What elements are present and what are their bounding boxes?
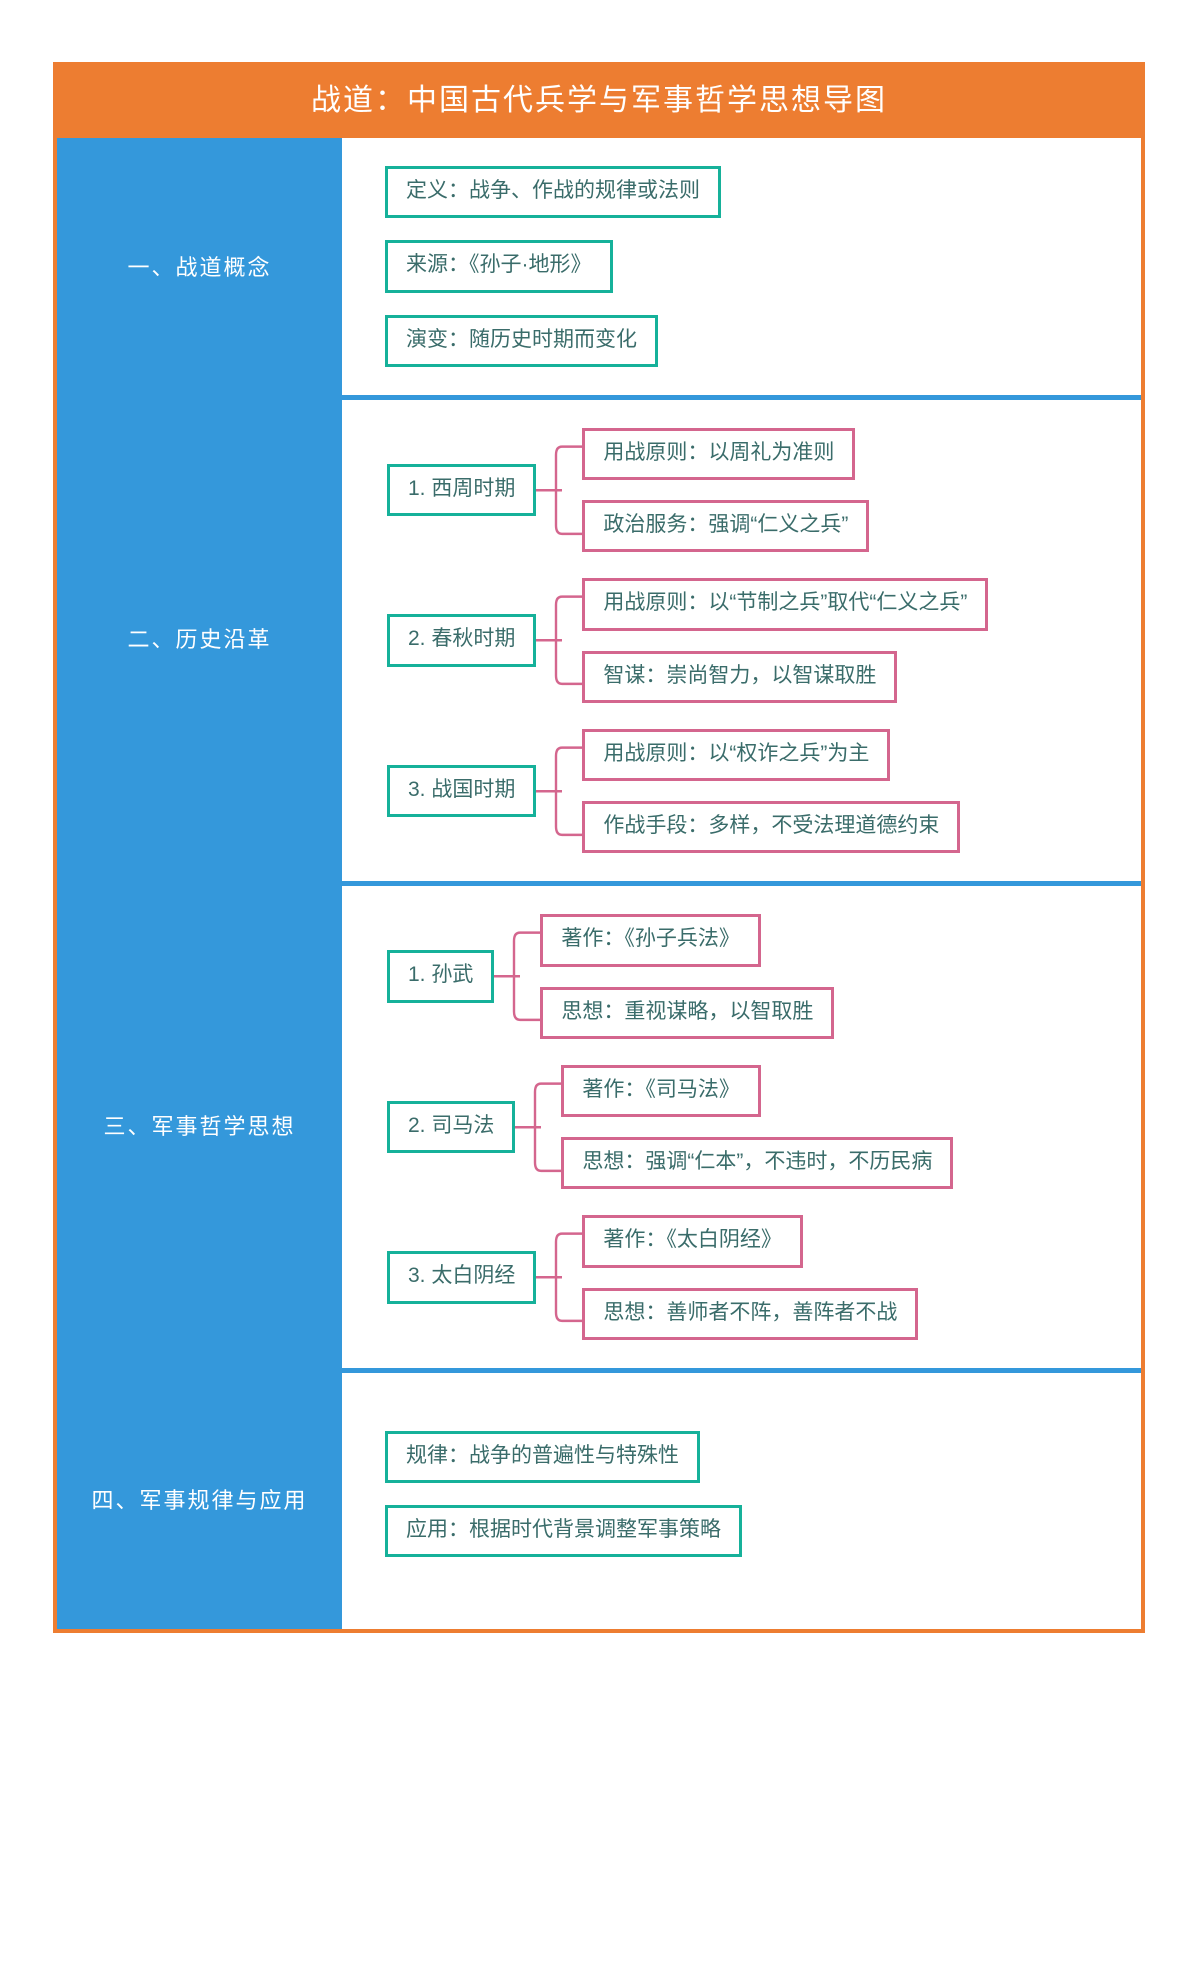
branch-node[interactable]: 3. 太白阴经 (387, 1251, 537, 1304)
branch-group: 1. 西周时期 用战原则：以周礼为准则 政治服务：强调“仁义之兵” (387, 427, 1141, 553)
branch-node-wrap: 1. 西周时期 (387, 463, 537, 517)
child-node[interactable]: 用战原则：以“权诈之兵”为主 (582, 728, 891, 781)
connector-lines-icon (536, 595, 583, 686)
section-1-label[interactable]: 一、战道概念 (57, 138, 342, 395)
branch-node-wrap: 3. 战国时期 (387, 764, 537, 818)
section-4-label[interactable]: 四、军事规律与应用 (57, 1367, 342, 1630)
leaf-node[interactable]: 演变：随历史时期而变化 (385, 314, 658, 367)
child-node[interactable]: 智谋：崇尚智力，以智谋取胜 (582, 650, 898, 703)
section-2: 二、历史沿革 1. 西周时期 (57, 394, 1141, 882)
branch-children: 著作：《司马法》 思想：强调“仁本”，不违时，不历民病 (561, 1064, 954, 1190)
branch-node[interactable]: 2. 司马法 (387, 1100, 516, 1154)
branch-children: 著作：《太白阴经》 思想：善师者不阵，善阵者不战 (582, 1215, 919, 1340)
branch-node-wrap: 1. 孙武 (387, 950, 495, 1003)
branch-connector (515, 1065, 562, 1190)
section-1-content: 定义：战争、作战的规律或法则 来源：《孙子·地形》 演变：随历史时期而变化 (342, 138, 1141, 395)
mindmap-frame: 战道：中国古代兵学与军事哲学思想导图 一、战道概念 定义：战争、作战的规律或法则… (53, 62, 1145, 1634)
branch-group: 3. 太白阴经 著作：《太白阴经》 思想：善师者不阵，善阵者不战 (387, 1215, 1141, 1340)
branch-group: 1. 孙武 著作：《孙子兵法》 思想：重视谋略，以智取胜 (387, 914, 1141, 1039)
branch-connector (536, 729, 583, 854)
section-3: 三、军事哲学思想 1. 孙武 (57, 881, 1141, 1368)
connector-lines-icon (494, 931, 541, 1022)
child-node[interactable]: 著作：《太白阴经》 (582, 1215, 803, 1268)
connector-lines-icon (536, 746, 583, 836)
section-2-content: 1. 西周时期 用战原则：以周礼为准则 政治服务：强调“仁义之兵” (342, 394, 1141, 882)
section-3-content: 1. 孙武 著作：《孙子兵法》 思想：重视谋略，以智取胜 (342, 881, 1141, 1368)
section-1-leaf-list: 定义：战争、作战的规律或法则 来源：《孙子·地形》 演变：随历史时期而变化 (342, 166, 1141, 367)
page-title: 战道：中国古代兵学与军事哲学思想导图 (57, 66, 1141, 138)
child-node[interactable]: 用战原则：以“节制之兵”取代“仁义之兵” (582, 578, 989, 631)
branch-node[interactable]: 1. 西周时期 (387, 463, 537, 517)
branch-node-wrap: 2. 司马法 (387, 1100, 516, 1154)
connector-lines-icon (536, 445, 583, 535)
branch-children: 用战原则：以“节制之兵”取代“仁义之兵” 智谋：崇尚智力，以智谋取胜 (582, 578, 989, 703)
branch-node[interactable]: 1. 孙武 (387, 950, 495, 1003)
section-4: 四、军事规律与应用 规律：战争的普遍性与特殊性 应用：根据时代背景调整军事策略 (57, 1367, 1141, 1630)
connector-lines-icon (536, 1232, 583, 1323)
branch-node-wrap: 3. 太白阴经 (387, 1251, 537, 1304)
child-node[interactable]: 著作：《孙子兵法》 (540, 914, 761, 967)
child-node[interactable]: 思想：强调“仁本”，不违时，不历民病 (561, 1137, 954, 1190)
section-1: 一、战道概念 定义：战争、作战的规律或法则 来源：《孙子·地形》 演变：随历史时… (57, 138, 1141, 395)
branch-connector (494, 914, 541, 1039)
branch-children: 用战原则：以“权诈之兵”为主 作战手段：多样，不受法理道德约束 (582, 728, 961, 854)
section-4-content: 规律：战争的普遍性与特殊性 应用：根据时代背景调整军事策略 (342, 1367, 1141, 1630)
connector-lines-icon (515, 1082, 562, 1172)
child-node[interactable]: 用战原则：以周礼为准则 (582, 427, 856, 480)
section-4-leaf-list: 规律：战争的普遍性与特殊性 应用：根据时代背景调整军事策略 (342, 1430, 1141, 1558)
leaf-node[interactable]: 规律：战争的普遍性与特殊性 (385, 1430, 700, 1483)
child-node[interactable]: 作战手段：多样，不受法理道德约束 (582, 801, 961, 854)
leaf-node[interactable]: 来源：《孙子·地形》 (385, 240, 613, 293)
branch-connector (536, 1215, 583, 1340)
child-node[interactable]: 著作：《司马法》 (561, 1064, 761, 1117)
branch-group: 2. 春秋时期 用战原则：以“节制之兵”取代“仁义之兵” 智谋：崇尚智力，以智谋… (387, 578, 1141, 703)
branch-children: 著作：《孙子兵法》 思想：重视谋略，以智取胜 (540, 914, 835, 1039)
leaf-node[interactable]: 应用：根据时代背景调整军事策略 (385, 1505, 742, 1558)
leaf-node[interactable]: 定义：战争、作战的规律或法则 (385, 166, 721, 219)
section-3-label[interactable]: 三、军事哲学思想 (57, 881, 342, 1368)
branch-connector (536, 428, 583, 553)
child-node[interactable]: 思想：善师者不阵，善阵者不战 (582, 1287, 919, 1340)
mindmap-body: 一、战道概念 定义：战争、作战的规律或法则 来源：《孙子·地形》 演变：随历史时… (57, 138, 1141, 1630)
child-node[interactable]: 政治服务：强调“仁义之兵” (582, 500, 870, 553)
branch-group: 3. 战国时期 用战原则：以“权诈之兵”为主 作战手段：多样，不受法理道德约束 (387, 728, 1141, 854)
branch-node-wrap: 2. 春秋时期 (387, 614, 537, 667)
section-3-branch-list: 1. 孙武 著作：《孙子兵法》 思想：重视谋略，以智取胜 (342, 914, 1141, 1340)
section-2-label[interactable]: 二、历史沿革 (57, 394, 342, 882)
child-node[interactable]: 思想：重视谋略，以智取胜 (540, 986, 835, 1039)
branch-node[interactable]: 3. 战国时期 (387, 764, 537, 818)
branch-connector (536, 578, 583, 703)
branch-children: 用战原则：以周礼为准则 政治服务：强调“仁义之兵” (582, 427, 870, 553)
branch-group: 2. 司马法 著作：《司马法》 思想：强调“仁本”，不违时，不历民病 (387, 1064, 1141, 1190)
branch-node[interactable]: 2. 春秋时期 (387, 614, 537, 667)
section-2-branch-list: 1. 西周时期 用战原则：以周礼为准则 政治服务：强调“仁义之兵” (342, 427, 1141, 854)
